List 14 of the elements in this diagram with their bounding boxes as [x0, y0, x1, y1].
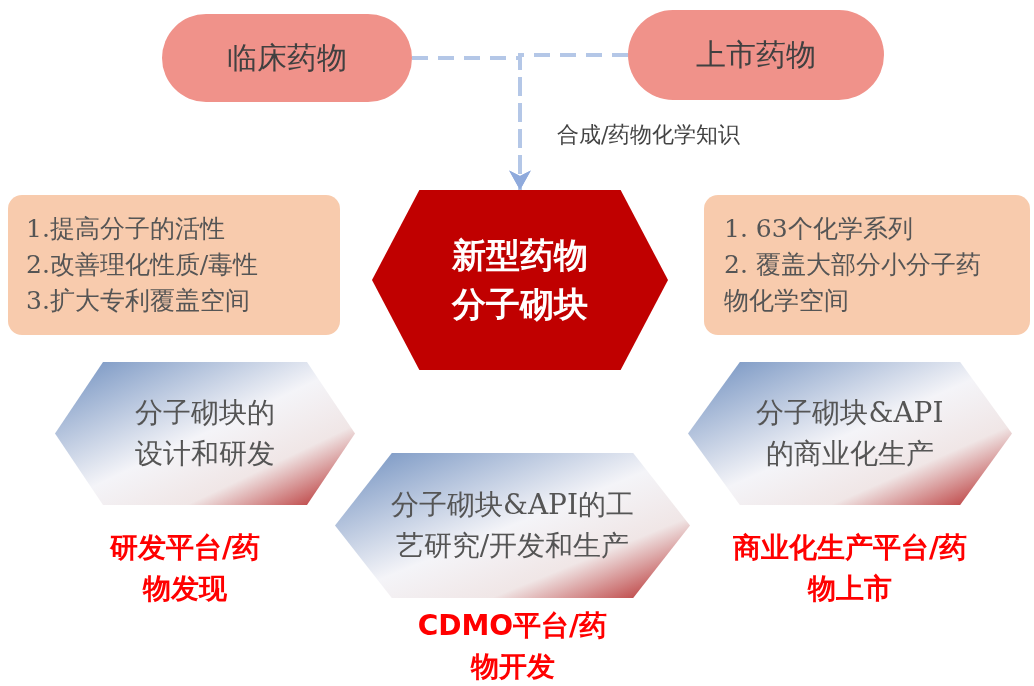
- list-item: 1. 63个化学系列: [724, 212, 914, 245]
- list-item: 3.扩大专利覆盖空间: [26, 285, 251, 318]
- list-item: 1.提高分子的活性: [26, 212, 226, 245]
- node-text: 分子砌块&API的商业化生产: [755, 394, 945, 472]
- platform-label: CDMO平台/药物开发: [416, 608, 609, 685]
- node-text: 新型药物分子砌块: [450, 233, 589, 326]
- node-text: 分子砌块&API的工艺研究/开发和生产: [390, 486, 635, 564]
- node-text: 临床药物: [226, 39, 348, 78]
- platform-label: 商业化生产平台/药物上市: [731, 530, 969, 607]
- platform-label: 研发平台/药物发现: [108, 530, 262, 607]
- list-item: 2. 覆盖大部分小分子药物化学空间: [724, 248, 982, 318]
- node-text: 分子砌块的设计和研发: [134, 394, 276, 472]
- node-text: 上市药物: [695, 36, 817, 75]
- list-item: 2.改善理化性质/毒性: [26, 248, 260, 281]
